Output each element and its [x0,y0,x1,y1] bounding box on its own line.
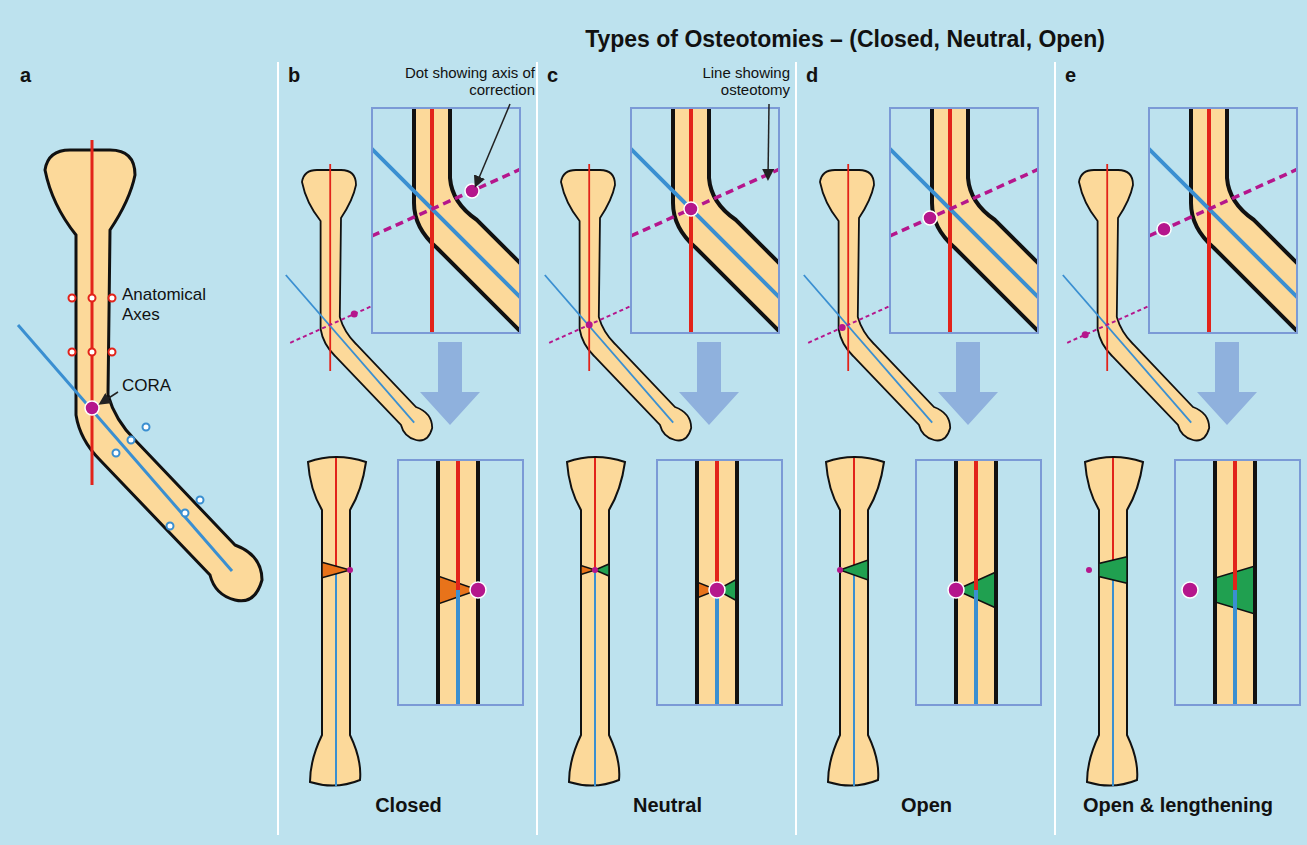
osteotomy-panels [286,103,1307,786]
transform-arrow [420,342,480,425]
transform-arrow [938,342,998,425]
panel-letter: e [1065,64,1095,87]
panel-a-bone [18,140,262,601]
title: Types of Osteotomies – (Closed, Neutral,… [500,26,1190,52]
panel-letter: a [20,64,50,87]
removed-wedge [322,562,350,577]
panel-caption: Neutral [539,794,796,817]
panel-caption: Open [798,794,1055,817]
panel-lengthen [1063,103,1307,786]
panel-caption: Closed [280,794,537,817]
axis-label: Anatomical Axes [122,285,232,324]
cora-label: CORA [122,376,202,396]
transform-arrow [679,342,739,425]
callout-label: Line showing osteotomy [665,64,790,99]
transform-arrow [1197,342,1257,425]
opened-wedge [840,560,868,580]
leader-line [768,104,769,178]
leader-line [476,104,510,185]
panel-letter: c [547,64,577,87]
panel-caption: Open & lengthening [1054,794,1302,817]
panel-letter: d [806,64,836,87]
callout-label: Dot showing axis of correction [395,64,535,99]
opened-wedge [1099,557,1127,583]
panel-letter: b [288,64,318,87]
